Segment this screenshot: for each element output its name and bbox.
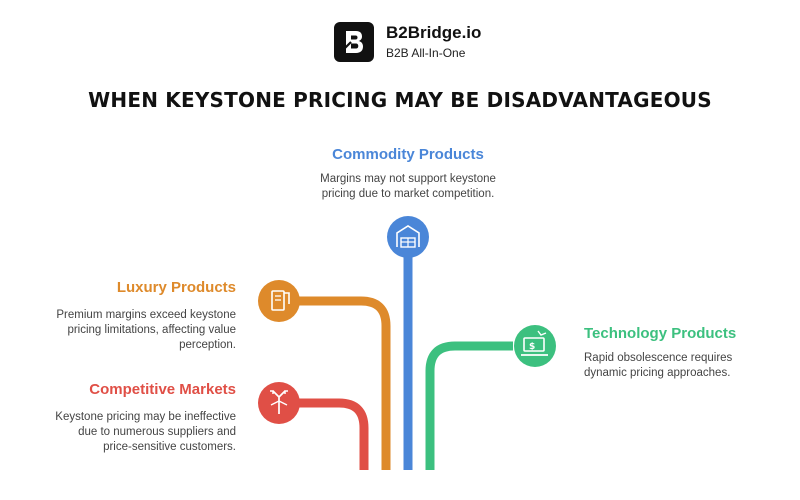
brand-name: B2Bridge.io — [386, 23, 482, 42]
page-title: WHEN KEYSTONE PRICING MAY BE DISADVANTAG… — [88, 88, 712, 112]
svg-text:$: $ — [529, 342, 535, 352]
luxury-connector — [299, 296, 391, 470]
b2bridge-logo-icon — [334, 22, 374, 62]
commodity-desc-line-1: Margins may not support keystone — [320, 173, 496, 185]
technology-title: Technology Products — [584, 325, 737, 342]
laptop-dollar-icon: $ — [514, 325, 556, 367]
brand-header: B2Bridge.io B2B All-In-One — [334, 22, 481, 62]
technology-description: Rapid obsolescence requires dynamic pric… — [584, 351, 784, 381]
technology-connector — [425, 341, 513, 470]
warehouse-icon — [387, 216, 429, 258]
commodity-description: Margins may not support keystone pricing… — [285, 172, 531, 202]
competitive-connector — [299, 398, 369, 470]
competitive-title: Competitive Markets — [89, 381, 236, 398]
luxury-desc-line-1: Premium margins exceed keystone — [56, 309, 236, 321]
commodity-desc-line-2: pricing due to market competition. — [321, 188, 495, 200]
competitive-desc-line-1: Keystone pricing may be ineffective — [55, 411, 236, 423]
price-tag-icon — [258, 280, 300, 322]
luxury-desc-line-2: pricing limitations, affecting value — [67, 324, 236, 336]
competitive-desc-line-3: price-sensitive customers. — [103, 441, 236, 453]
competitive-desc-line-2: due to numerous suppliers and — [78, 426, 236, 438]
technology-desc-line-2: dynamic pricing approaches. — [584, 367, 731, 379]
technology-desc-line-1: Rapid obsolescence requires — [584, 352, 733, 364]
luxury-title: Luxury Products — [116, 279, 236, 296]
luxury-description: Premium margins exceed keystone pricing … — [20, 308, 236, 353]
competitive-description: Keystone pricing may be ineffective due … — [20, 410, 236, 455]
luxury-desc-line-3: perception. — [179, 339, 236, 351]
diverging-arrows-icon — [258, 382, 300, 424]
commodity-title: Commodity Products — [332, 146, 484, 163]
brand-tagline: B2B All-In-One — [386, 46, 466, 60]
